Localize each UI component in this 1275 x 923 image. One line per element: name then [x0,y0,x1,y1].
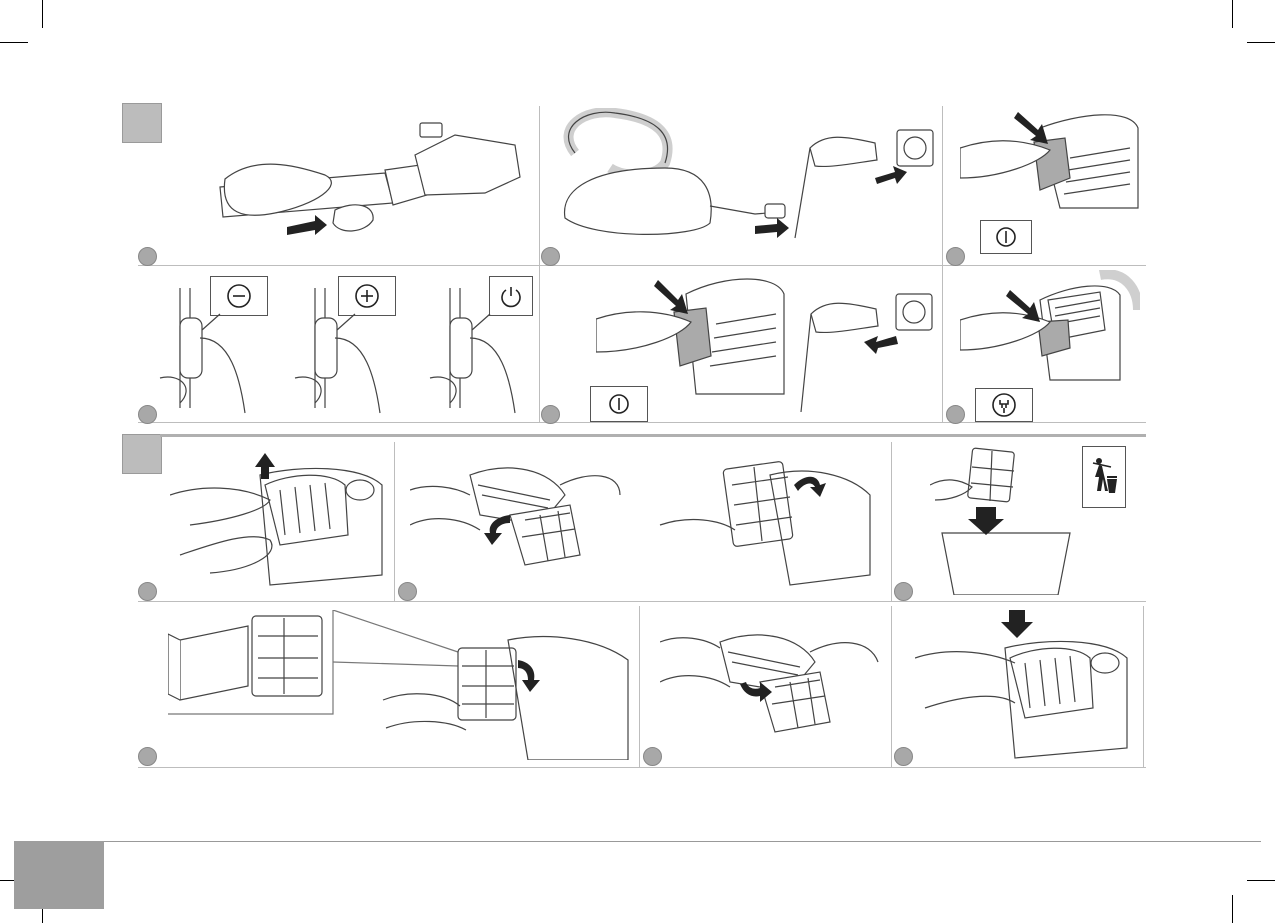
step-marker [138,747,157,766]
step-marker [894,582,913,601]
cover-close-illustration [660,612,885,762]
step-marker [541,405,560,424]
section-a-marker [122,103,162,143]
power-on-symbol-box [980,220,1032,254]
step-marker [894,747,913,766]
suction-control-illustration [150,278,535,416]
column-divider [942,106,943,422]
trash-bin-symbol-box [1082,446,1126,508]
power-on-symbol [608,393,630,415]
trash-bin-symbol [1089,455,1119,499]
crop-mark [0,42,28,43]
section-b-rule [160,434,1146,437]
step-marker [138,582,157,601]
cord-rewind-symbol-box [975,388,1033,422]
cover-lift-illustration [170,445,390,595]
column-divider [639,606,640,767]
crop-mark [1247,42,1275,43]
filter-remove-illustration [410,445,890,595]
power-on-symbol [995,226,1017,248]
page-number-block [14,841,104,909]
step-marker [946,405,965,424]
nozzle-attach-illustration [215,115,525,260]
section-b-marker [122,434,162,474]
filter-dispose-illustration [930,445,1080,595]
cover-press-illustration [915,608,1140,763]
row-divider [138,422,1146,423]
footer-rule [104,841,1261,842]
row-divider [138,601,1146,602]
cord-rewind-press-illustration [960,270,1140,390]
crop-mark [42,0,43,28]
step-marker [138,247,157,266]
step-marker [541,247,560,266]
filter-insert-illustration [168,610,636,760]
crop-mark [1247,880,1275,881]
row-divider [138,767,1146,768]
crop-mark [1232,895,1233,923]
column-divider [1143,606,1144,767]
crop-mark [1232,0,1233,28]
column-divider [394,442,395,601]
column-divider [539,106,540,422]
column-divider [891,442,892,601]
step-marker [946,247,965,266]
plug-insert-illustration [555,108,935,248]
column-divider [891,606,892,767]
power-on-press-illustration [960,108,1140,218]
cord-rewind-symbol [991,392,1017,418]
power-on-symbol-box [590,386,648,422]
row-divider [138,265,1146,266]
